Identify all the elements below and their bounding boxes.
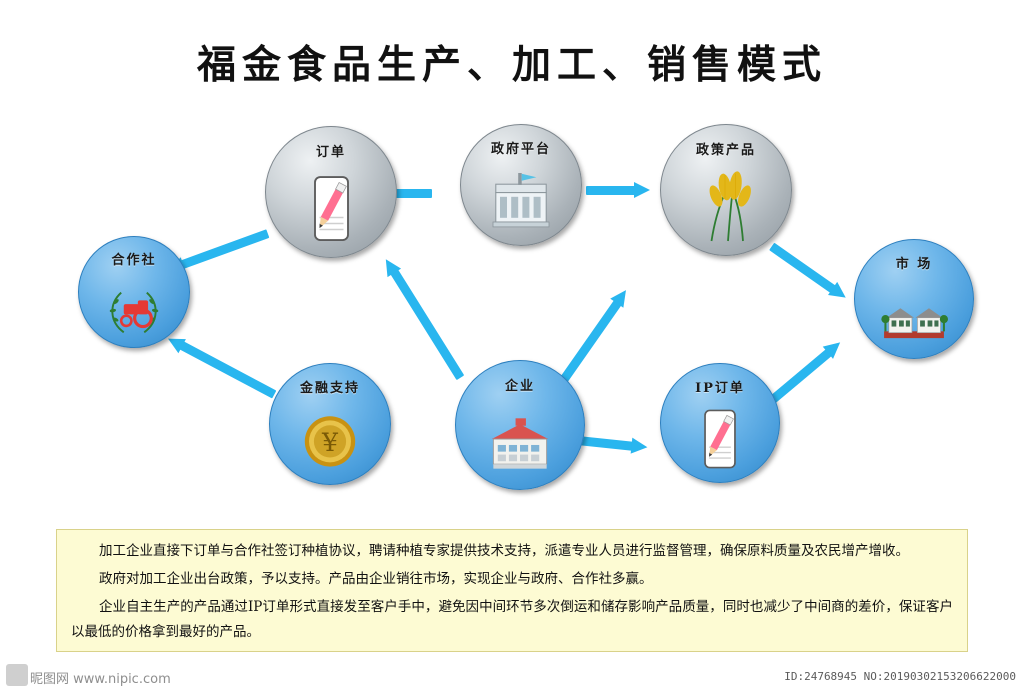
node-coop[interactable]: 合作社 [78,236,190,348]
note-paragraph: 政府对加工企业出台政策，予以支持。产品由企业销往市场，实现企业与政府、合作社多赢… [99,571,653,587]
image-id-code: ID:24768945 NO:20190302153206622000 [784,670,1016,683]
node-icon-wrap [661,396,779,482]
node-market[interactable]: 市 场 [854,239,974,359]
node-order[interactable]: 订单 [265,126,397,258]
arrow-shaft [179,341,277,399]
node-enterprise[interactable]: 企业 [455,360,585,490]
node-label: IP订单 [695,380,745,396]
market-houses-icon [881,308,948,339]
factory-icon [491,417,549,469]
note-paragraph: 加工企业直接下订单与合作社签订种植协议，聘请种植专家提供技术支持，派遣专业人员进… [99,543,909,559]
node-icon-wrap [855,272,973,358]
note-paragraph: 企业自主生产的产品通过IP订单形式直接发至客户手中，避免因中间环节多次倒运和储存… [71,599,953,640]
node-icon-wrap [456,394,584,489]
node-icon-wrap [79,268,189,347]
node-icon-wrap [461,157,581,245]
svg-text:¥: ¥ [321,428,339,457]
arrow-head [634,182,650,198]
tractor-wreath-icon [109,291,159,333]
note-box: 加工企业直接下订单与合作社签订种植协议，聘请种植专家提供技术支持，派遣专业人员进… [56,529,968,652]
node-iporder[interactable]: IP订单 [660,363,780,483]
watermark-text: 昵图网 www.nipic.com [30,672,171,687]
node-icon-wrap: ¥ [270,396,390,484]
government-building-icon [492,173,550,228]
notepad-pencil-icon [313,176,349,242]
arrow-gov-to-policy [586,182,650,198]
arrow-shaft [390,269,465,381]
gold-coin-icon: ¥ [304,416,356,467]
notepad-pencil-icon [704,409,736,469]
node-label: 政策产品 [695,143,756,159]
page-title: 福金食品生产、加工、销售模式 [196,42,827,88]
node-label: 市 场 [895,256,933,272]
rice-crop-icon [709,171,751,242]
arrow-shaft [180,229,270,269]
arrow-enterprise-to-order [379,255,467,382]
node-finance[interactable]: 金融支持 ¥ [269,363,391,485]
arrow-shaft [586,186,635,195]
node-policy[interactable]: 政策产品 [660,124,792,256]
node-icon-wrap [266,160,396,257]
node-icon-wrap [661,158,791,255]
node-label: 订单 [315,145,346,161]
watermark-logo [6,664,28,686]
node-label: 合作社 [111,253,157,269]
node-gov[interactable]: 政府平台 [460,124,582,246]
node-label: 政府平台 [490,142,551,158]
arrow-head [630,437,649,456]
node-label: 金融支持 [299,381,360,397]
node-label: 企业 [504,379,535,395]
